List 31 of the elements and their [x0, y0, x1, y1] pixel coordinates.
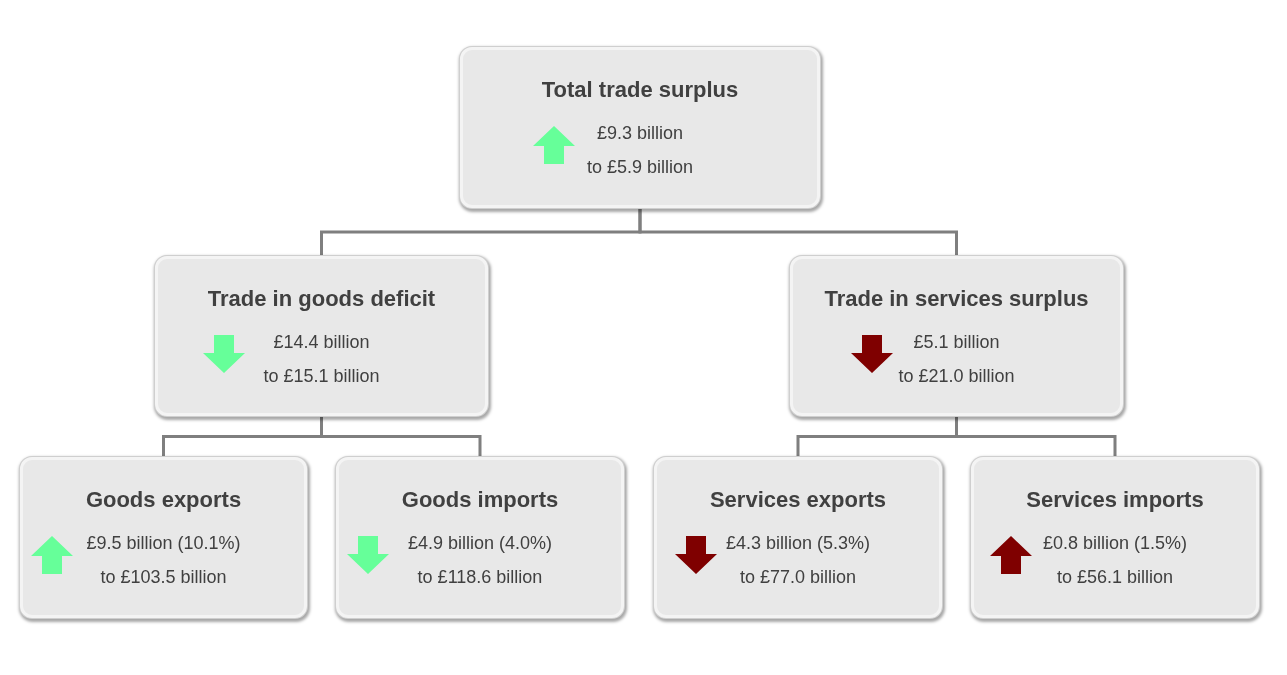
box-heading: Trade in goods deficit: [206, 285, 437, 313]
summary-box: [971, 457, 1259, 618]
box-heading: Trade in services surplus: [823, 285, 1090, 313]
summary-box: [155, 256, 488, 416]
summary-box: [790, 256, 1123, 416]
value-text: £14.4 billion: [273, 331, 370, 354]
value-text: to £21.0 billion: [898, 365, 1015, 388]
connector-line: [638, 208, 958, 256]
value-text: £0.8 billion (1.5%): [1042, 532, 1188, 555]
value-text: to £15.1 billion: [263, 365, 380, 388]
value-text: to £5.9 billion: [586, 156, 694, 179]
value-text: to £103.5 billion: [100, 566, 227, 589]
value-text: £5.1 billion: [913, 331, 1000, 354]
box-heading: Total trade surplus: [540, 76, 740, 104]
box-heading: Goods exports: [84, 486, 243, 514]
box-heading: Services exports: [708, 486, 888, 514]
value-text: £9.3 billion: [596, 122, 684, 145]
summary-box: [460, 47, 820, 208]
connector-line: [955, 416, 1117, 457]
summary-box: [20, 457, 307, 618]
summary-box: [336, 457, 624, 618]
box-heading: Goods imports: [400, 486, 560, 514]
value-text: £9.5 billion (10.1%): [86, 532, 241, 555]
value-text: to £77.0 billion: [739, 566, 857, 589]
value-text: £4.3 billion (5.3%): [725, 532, 871, 555]
value-text: £4.9 billion (4.0%): [407, 532, 553, 555]
value-text: to £118.6 billion: [417, 566, 543, 589]
summary-box: [654, 457, 942, 618]
connector-line: [320, 416, 482, 457]
box-heading: Services imports: [1025, 486, 1205, 514]
value-text: to £56.1 billion: [1056, 566, 1174, 589]
